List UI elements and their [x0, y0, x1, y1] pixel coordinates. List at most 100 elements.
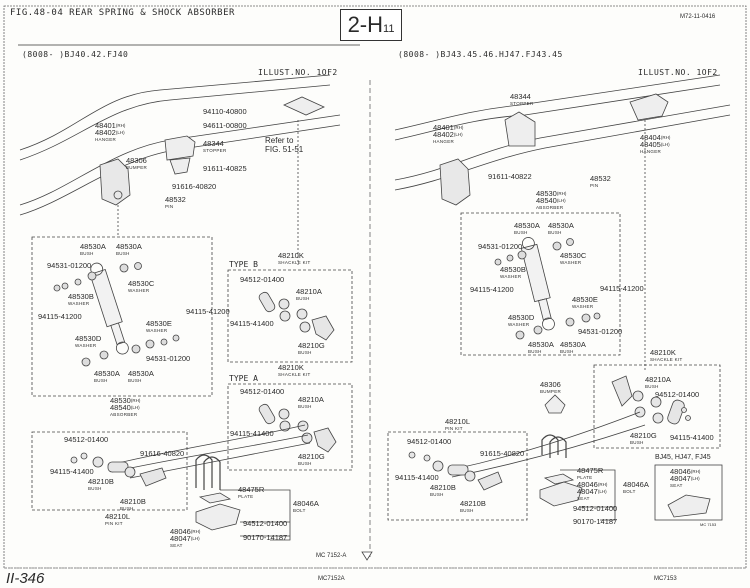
- part-number: 48530B: [68, 293, 94, 301]
- callout-left-94512-01400[interactable]: 94512-01400: [243, 520, 287, 528]
- callout-left-90170-14187[interactable]: 90170-14187: [243, 534, 287, 542]
- callout-left-94115-41200[interactable]: 94115-41200: [186, 308, 230, 316]
- callout-right-94512-01400[interactable]: 94512-01400: [573, 505, 617, 513]
- callout-right-94512-01400[interactable]: 94512-01400: [407, 438, 451, 446]
- part-number-text: 48210G: [298, 341, 325, 350]
- callout-left-94110-40800[interactable]: 94110-40800: [203, 108, 247, 116]
- callout-right-48530[interactable]: 48530(RH)48540(LH)ABSORBER: [536, 190, 566, 211]
- part-number: 48530A: [116, 243, 142, 251]
- callout-left-94115-41400[interactable]: 94115-41400: [50, 468, 94, 476]
- callout-left-94512-01400[interactable]: 94512-01400: [64, 436, 108, 444]
- callout-right-91615-40820[interactable]: 91615-40820: [480, 450, 524, 458]
- type-b-label: TYPE B: [229, 260, 258, 269]
- callout-right-94115-41200[interactable]: 94115-41200: [470, 286, 514, 294]
- callout-right-94512-01400[interactable]: 94512-01400: [655, 391, 699, 399]
- callout-right-48046[interactable]: 48046(RH)48047(LH)SEAT: [577, 481, 607, 502]
- part-number-text: 48530E: [146, 319, 172, 328]
- callout-right-94531-01200[interactable]: 94531-01200: [478, 243, 522, 251]
- callout-left-48046[interactable]: 48046(RH)48047(LH)SEAT: [170, 528, 200, 549]
- part-number: 94512-01400: [64, 436, 108, 444]
- callout-left-94115-41200[interactable]: 94115-41200: [38, 313, 82, 321]
- part-number: 48530A: [548, 222, 574, 230]
- refer-figure-link[interactable]: FIG. 51-51: [265, 145, 304, 154]
- callout-left-91616-40820[interactable]: 91616-40820: [172, 183, 216, 191]
- callout-left-48401[interactable]: 48401(RH)48402(LH)HANGER: [95, 122, 125, 143]
- next-page-ref[interactable]: MC 7152-A: [316, 553, 347, 559]
- part-number: 48344: [510, 92, 534, 101]
- part-name: PIN KIT: [445, 426, 463, 431]
- part-number: 48046(RH): [170, 528, 200, 536]
- callout-left-94512-01400[interactable]: 94512-01400: [240, 276, 284, 284]
- callout-right-94115-41200[interactable]: 94115-41200: [600, 285, 644, 293]
- callout-right-48404[interactable]: 48404(RH)48405(LH)HANGER: [640, 134, 670, 155]
- part-number: 90170-14187: [573, 518, 617, 526]
- part-number: 48210A: [296, 288, 322, 296]
- callout-right-91611-40822[interactable]: 91611-40822: [488, 173, 532, 181]
- callout-left-91616-40820[interactable]: 91616-40820: [140, 450, 184, 458]
- callout-left-94611-00800[interactable]: 94611-00800: [203, 122, 247, 130]
- callout-right-94115-41400[interactable]: 94115-41400: [670, 434, 714, 442]
- part-number: 48532: [590, 175, 611, 183]
- callout-left-94115-41400[interactable]: 94115-41400: [230, 430, 274, 438]
- callout-left-94512-01400[interactable]: 94512-01400: [240, 388, 284, 396]
- part-name: BUMPER: [126, 165, 148, 170]
- callout-right-94531-01200[interactable]: 94531-01200: [578, 328, 622, 336]
- part-name: BUSH: [94, 378, 108, 383]
- callout-left-94531-01200[interactable]: 94531-01200: [47, 262, 91, 270]
- callout-left-48530[interactable]: 48530(RH)48540(LH)ABSORBER: [110, 397, 140, 418]
- callout-right-48401[interactable]: 48401(RH)48402(LH)HANGER: [433, 124, 463, 145]
- part-number-text: 48344: [510, 92, 531, 101]
- callout-left-91611-40825[interactable]: 91611-40825: [203, 165, 247, 173]
- callout-left-94531-01200[interactable]: 94531-01200: [146, 355, 190, 363]
- callout-right-90170-14187[interactable]: 90170-14187: [573, 518, 617, 526]
- part-number-text: 48047: [577, 487, 598, 496]
- part-name: HANGER: [640, 149, 662, 154]
- callout-right-94115-41400[interactable]: 94115-41400: [395, 473, 439, 482]
- callout-right-48046[interactable]: 48046(RH)48047(LH)SEAT: [670, 468, 700, 489]
- callout-left-94115-41400[interactable]: 94115-41400: [230, 320, 274, 328]
- part-number-text: 94115-41400: [395, 473, 439, 482]
- part-number: 94115-41200: [470, 286, 514, 294]
